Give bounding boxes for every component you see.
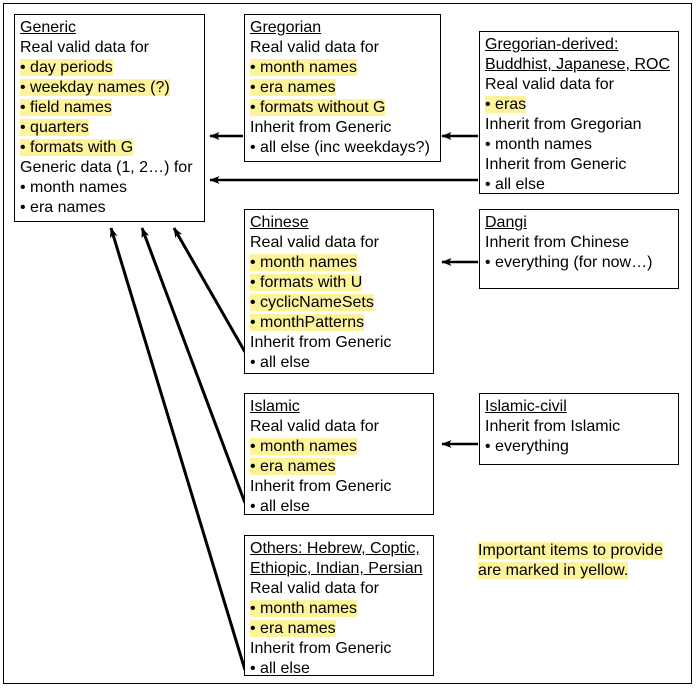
box-gregorian-line: • all else (inc weekdays?) bbox=[250, 139, 430, 156]
box-islamic[interactable]: Islamic Real valid data for • month name… bbox=[244, 393, 434, 515]
box-generic-line: • weekday names (?) bbox=[20, 79, 170, 96]
box-chinese[interactable]: Chinese Real valid data for • month name… bbox=[244, 209, 434, 374]
box-generic-line: • era names bbox=[20, 199, 106, 216]
box-generic-line: • quarters bbox=[20, 119, 89, 136]
legend-note: Important items to provide are marked in… bbox=[478, 541, 663, 581]
box-chinese-line: Chinese bbox=[250, 214, 309, 231]
box-others-line: • era names bbox=[250, 620, 336, 637]
box-islamic-line: Real valid data for bbox=[250, 418, 379, 435]
box-islamic-civil-line: Inherit from Islamic bbox=[485, 418, 621, 435]
box-gregorian-line: Gregorian bbox=[250, 19, 322, 36]
box-others-line: • month names bbox=[250, 600, 357, 617]
box-gregorian-derived-line: • all else bbox=[485, 176, 545, 193]
box-generic-line: • field names bbox=[20, 99, 112, 116]
box-islamic-civil-line: • everything bbox=[485, 438, 569, 455]
box-generic-line: Real valid data for bbox=[20, 39, 149, 56]
box-chinese-line: • formats with U bbox=[250, 274, 363, 291]
box-islamic-civil-line: Islamic-civil bbox=[485, 398, 567, 415]
box-islamic-line: • month names bbox=[250, 438, 357, 455]
box-chinese-line: Real valid data for bbox=[250, 234, 379, 251]
box-generic-line: • day periods bbox=[20, 59, 113, 76]
box-gregorian-derived-line: Inherit from Generic bbox=[485, 156, 627, 173]
diagram-outer-frame bbox=[3, 3, 692, 684]
box-islamic-civil[interactable]: Islamic-civil Inherit from Islamic • eve… bbox=[479, 393, 679, 465]
box-gregorian-line: Real valid data for bbox=[250, 39, 379, 56]
box-generic-line: Generic bbox=[20, 19, 77, 36]
box-generic-line: • formats with G bbox=[20, 139, 134, 156]
box-dangi-line: Dangi bbox=[485, 214, 527, 231]
box-gregorian-line: • month names bbox=[250, 59, 357, 76]
box-dangi-line: Inherit from Chinese bbox=[485, 234, 630, 251]
box-gregorian-line: • formats without G bbox=[250, 99, 386, 116]
box-chinese-line: Inherit from Generic bbox=[250, 334, 392, 351]
box-gregorian-derived[interactable]: Gregorian-derived: Buddhist, Japanese, R… bbox=[479, 31, 679, 194]
box-gregorian-line: Inherit from Generic bbox=[250, 119, 392, 136]
box-dangi[interactable]: Dangi Inherit from Chinese • everything … bbox=[479, 209, 679, 289]
box-gregorian-derived-line: Real valid data for bbox=[485, 76, 614, 93]
box-islamic-line: • all else bbox=[250, 498, 310, 515]
box-islamic-line: • era names bbox=[250, 458, 336, 475]
box-others-line: • all else bbox=[250, 660, 310, 677]
box-gregorian-derived-line: Gregorian-derived: bbox=[485, 36, 619, 53]
box-islamic-line: Islamic bbox=[250, 398, 300, 415]
box-others[interactable]: Others: Hebrew, Coptic, Ethiopic, Indian… bbox=[244, 535, 434, 677]
box-gregorian-derived-line: Buddhist, Japanese, ROC bbox=[485, 56, 670, 73]
box-chinese-line: • monthPatterns bbox=[250, 314, 365, 331]
box-gregorian[interactable]: Gregorian Real valid data for • month na… bbox=[244, 14, 441, 162]
box-chinese-line: • month names bbox=[250, 254, 357, 271]
box-chinese-line: • cyclicNameSets bbox=[250, 294, 374, 311]
box-gregorian-line: • era names bbox=[250, 79, 336, 96]
box-generic[interactable]: Generic Real valid data for • day period… bbox=[14, 14, 205, 222]
box-gregorian-derived-line: Inherit from Gregorian bbox=[485, 116, 642, 133]
legend-note-line-2: are marked in yellow. bbox=[478, 562, 629, 579]
box-others-line: Real valid data for bbox=[250, 580, 379, 597]
box-chinese-line: • all else bbox=[250, 354, 310, 371]
box-gregorian-derived-line: • eras bbox=[485, 96, 527, 113]
box-islamic-line: Inherit from Generic bbox=[250, 478, 392, 495]
legend-note-line-1: Important items to provide bbox=[478, 542, 663, 559]
box-gregorian-derived-line: • month names bbox=[485, 136, 592, 153]
box-others-line: Ethiopic, Indian, Persian bbox=[250, 560, 423, 577]
box-others-line: Inherit from Generic bbox=[250, 640, 392, 657]
box-generic-line: • month names bbox=[20, 179, 127, 196]
box-generic-line: Generic data (1, 2…) for bbox=[20, 159, 193, 176]
box-dangi-line: • everything (for now…) bbox=[485, 254, 653, 271]
box-others-line: Others: Hebrew, Coptic, bbox=[250, 540, 420, 557]
